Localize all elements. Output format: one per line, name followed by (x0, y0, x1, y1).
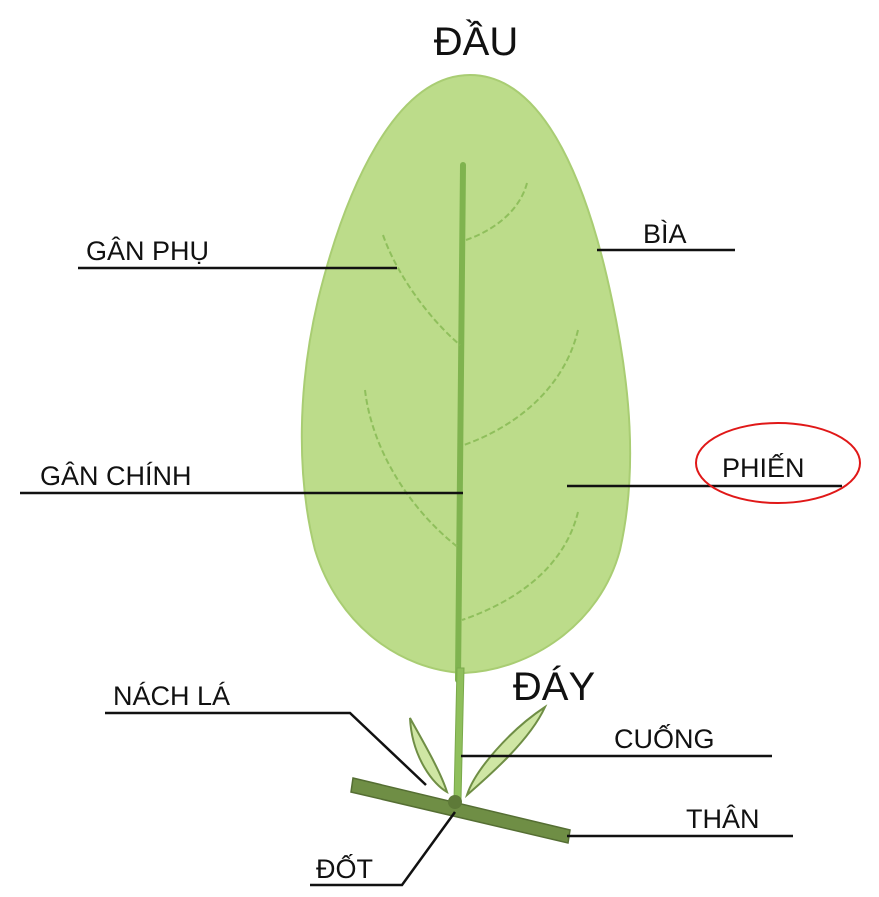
petiole (454, 668, 464, 800)
right-axil-bud (467, 707, 545, 795)
label-midrib: GÂN CHÍNH (40, 460, 192, 491)
label-node: ĐỐT (316, 852, 373, 884)
label-blade: PHIẾN (722, 452, 805, 483)
label-tip: ĐẦU (434, 18, 518, 64)
label-stem: THÂN (686, 803, 760, 834)
label-secondary-vein: GÂN PHỤ (86, 235, 209, 266)
label-petiole: CUỐNG (614, 722, 715, 754)
left-axil-bud (410, 718, 447, 792)
label-margin: BÌA (643, 219, 687, 249)
leader-axil (105, 713, 426, 785)
label-base: ĐÁY (513, 664, 595, 709)
label-axil: NÁCH LÁ (113, 681, 230, 711)
node-dot (448, 795, 462, 809)
